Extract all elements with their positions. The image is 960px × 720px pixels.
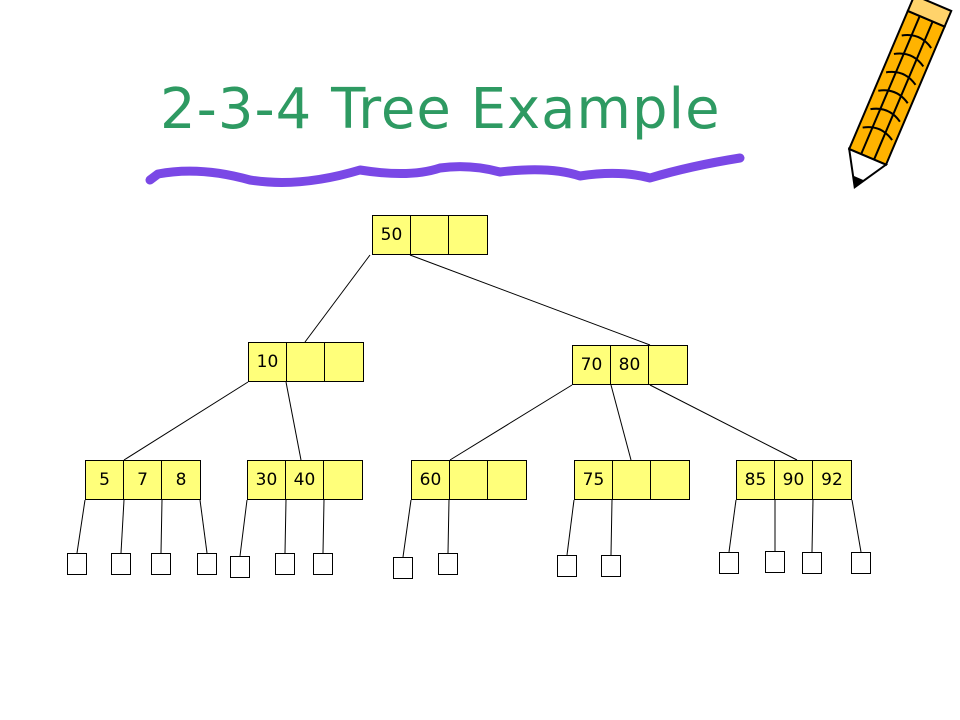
tree-node-60: 60 [411, 460, 527, 500]
edge [610, 384, 632, 461]
edge [566, 499, 575, 556]
edge [199, 499, 208, 554]
leaf-node [851, 552, 871, 574]
tree-node-10: 10 [248, 342, 364, 382]
edge [649, 384, 798, 461]
node-key [325, 343, 363, 381]
node-key [449, 216, 487, 254]
node-key: 8 [175, 470, 187, 490]
leaf-node [313, 553, 333, 575]
node-key: 60 [412, 461, 450, 499]
node-key: 80 [611, 346, 649, 384]
node-key: 10 [249, 343, 287, 381]
node-key: 30 [248, 461, 286, 499]
node-key: 90 [775, 461, 813, 499]
edge [76, 499, 86, 554]
leaf-node [802, 552, 822, 574]
leaf-node [557, 555, 577, 577]
leaf-node [393, 557, 413, 579]
tree-node-5-7-8: 5 7 8 [85, 460, 201, 500]
edge [402, 499, 412, 558]
edge [610, 499, 613, 556]
leaf-node [765, 551, 785, 573]
leaf-node [601, 555, 621, 577]
node-key: 75 [575, 461, 613, 499]
edge [449, 384, 573, 461]
node-key [651, 461, 689, 499]
node-key [488, 461, 526, 499]
leaf-node [151, 553, 171, 575]
edge [285, 381, 302, 461]
tree-node-85-90-92: 85 90 92 [736, 460, 852, 500]
leaf-node [230, 556, 250, 578]
node-key [613, 461, 651, 499]
edge-root-left [304, 254, 371, 343]
node-key: 5 [86, 461, 124, 499]
edge [811, 499, 814, 553]
node-key: 70 [573, 346, 611, 384]
node-key: 50 [373, 216, 411, 254]
edge [284, 499, 287, 554]
leaf-node [719, 552, 739, 574]
edge [120, 499, 125, 554]
edge-root-right [409, 254, 651, 346]
tree-node-30-40: 30 40 [247, 460, 363, 500]
leaf-node [67, 553, 87, 575]
leaf-node [275, 553, 295, 575]
node-key: 92 [821, 470, 843, 490]
node-key: 85 [737, 461, 775, 499]
edge [851, 499, 862, 553]
node-key: 40 [286, 461, 324, 499]
leaf-node [111, 553, 131, 575]
node-key: 7 [124, 461, 162, 499]
edge [447, 499, 450, 554]
edge [123, 381, 249, 461]
node-key [649, 346, 687, 384]
edge [322, 499, 325, 554]
tree-node-75: 75 [574, 460, 690, 500]
node-key [450, 461, 488, 499]
node-key [324, 461, 362, 499]
edge [239, 499, 248, 557]
edge [728, 499, 737, 553]
tree-node-70-80: 70 80 [572, 345, 688, 385]
leaf-node [438, 553, 458, 575]
leaf-node [197, 553, 217, 575]
edge [160, 499, 163, 554]
node-key [287, 343, 325, 381]
page-title: 2-3-4 Tree Example [160, 77, 721, 142]
node-key [411, 216, 449, 254]
tree-node-root: 50 [372, 215, 488, 255]
